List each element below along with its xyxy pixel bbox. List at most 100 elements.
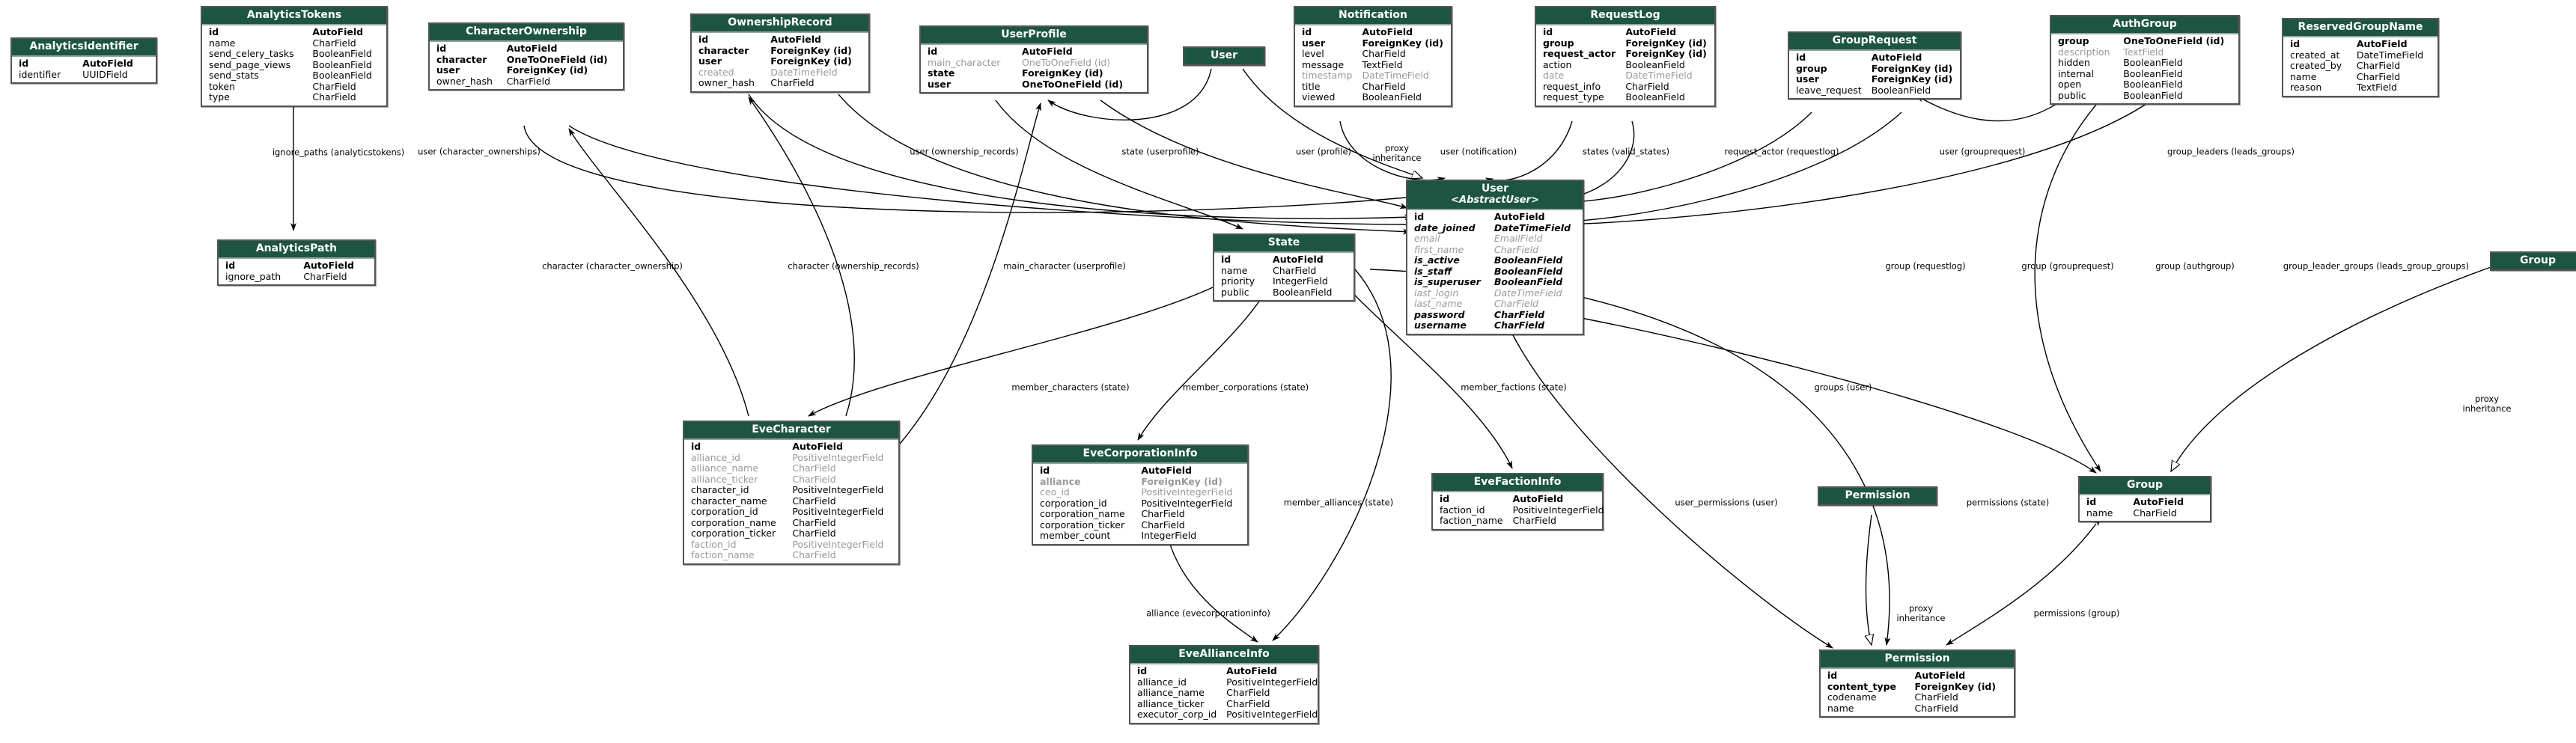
relationship-label-lbl-states-valid: states (valid_states) <box>1582 146 1670 157</box>
entity-title-analytics-identifier: AnalyticsIdentifier <box>12 39 156 57</box>
field-type: CharField <box>1914 691 1958 703</box>
entity-permission-plain[interactable]: Permission <box>1818 486 1937 506</box>
entity-title-request-log: RequestLog <box>1536 7 1714 25</box>
entity-name: EveCorporationInfo <box>1083 447 1198 459</box>
entity-title-user-abstract: User<AbstractUser> <box>1407 181 1583 210</box>
field-type: PositiveIntegerField <box>792 506 884 517</box>
field-name: faction_name <box>1440 515 1503 526</box>
field-type: ForeignKey (id) <box>1625 37 1707 49</box>
field-type: CharField <box>792 528 836 539</box>
relationship-label-lbl-permissions-group: permissions (group) <box>2033 608 2120 619</box>
field-type: BooleanField <box>1493 254 1563 266</box>
field-name: is_active <box>1414 254 1460 266</box>
entity-name: Group <box>2126 479 2163 491</box>
field-type: AutoField <box>1871 52 1922 63</box>
entity-user-plain[interactable]: User <box>1183 46 1265 66</box>
field-type: BooleanField <box>1362 91 1422 103</box>
field-type: AutoField <box>1512 493 1564 504</box>
edge-e-authgroup-group <box>2034 104 2101 472</box>
field-name: group <box>2058 35 2089 46</box>
field-type: CharField <box>2133 507 2177 519</box>
relationship-label-lbl-user-profile: user (profile) <box>1295 146 1352 157</box>
field-type: BooleanField <box>1493 276 1563 287</box>
field-type: CharField <box>1493 319 1545 331</box>
field-type: AutoField <box>303 260 354 271</box>
field-type: CharField <box>1362 48 1406 59</box>
field-name: created_at <box>2290 49 2340 61</box>
field-name: password <box>1414 308 1465 320</box>
field-name: id <box>1543 26 1553 37</box>
field-name: corporation_name <box>1040 508 1125 519</box>
relationship-label-lbl-character-ownrec: character (ownership_records) <box>788 260 919 272</box>
field-name: leave_request <box>1796 84 1862 96</box>
field-name: date <box>1543 70 1565 81</box>
field-name: character_name <box>691 495 767 507</box>
field-type: CharField <box>1362 80 1406 92</box>
field-type: CharField <box>1493 243 1539 255</box>
relationship-label-lbl-user-grouprequest: user (grouprequest) <box>1939 146 2026 157</box>
field-type: PositiveIntegerField <box>792 451 884 463</box>
relationship-label-lbl-user-charownership: user (character_ownerships) <box>418 146 541 157</box>
field-name: id <box>1137 665 1148 676</box>
field-type: CharField <box>312 37 356 49</box>
entity-name: CharacterOwnership <box>466 25 587 37</box>
relationship-label-lbl-member-corporations: member_corporations (state) <box>1182 382 1309 393</box>
field-type: BooleanField <box>2123 57 2183 68</box>
field-type: AutoField <box>2133 496 2184 507</box>
field-name: alliance_ticker <box>1137 697 1205 709</box>
entity-group-plain[interactable]: Group <box>2490 251 2576 271</box>
relationship-label-lbl-request-actor: request_actor (requestlog) <box>1724 146 1839 157</box>
field-type: AutoField <box>1226 665 1277 676</box>
field-type: ForeignKey (id) <box>770 44 852 56</box>
field-name: id <box>19 58 29 69</box>
entity-title-group-request: GroupRequest <box>1789 33 1960 51</box>
field-name: id <box>691 441 701 452</box>
field-type: AutoField <box>1914 670 1966 681</box>
relationship-label-lbl-group-leader-groups: group_leader_groups (leads_group_groups) <box>2283 260 2470 272</box>
entity-name: OwnershipRecord <box>728 16 832 28</box>
field-type: ForeignKey (id) <box>1625 48 1707 59</box>
field-name: character <box>436 53 487 65</box>
field-name: name <box>2086 507 2113 519</box>
